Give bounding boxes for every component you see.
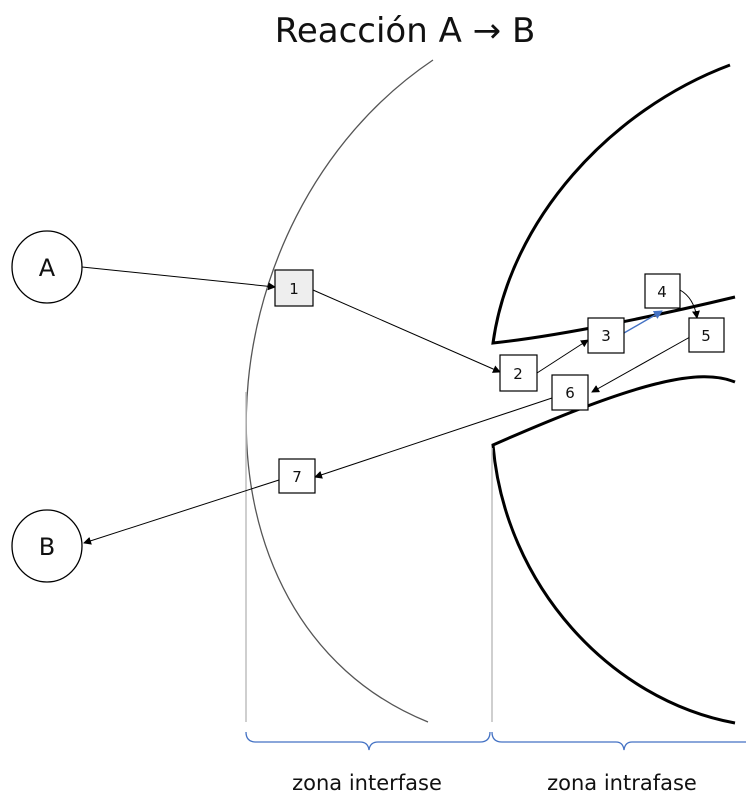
arrow-1-to-2: [312, 289, 501, 373]
particle-upper-wall: [491, 63, 736, 345]
step-label-3: 3: [601, 327, 611, 345]
step-box-1: 1: [274, 269, 314, 307]
interfase-brace: [245, 731, 491, 751]
species-b-node: B: [11, 509, 83, 583]
diagram-title: Reacción A → B: [275, 11, 536, 51]
zona-intrafase-label: zona intrafase: [547, 771, 697, 795]
species-b-label: B: [39, 533, 55, 561]
arrow-7-to-b: [83, 479, 280, 545]
arrow-5-to-6: [591, 336, 691, 393]
arrow-4-to-5: [679, 289, 700, 319]
step-box-2: 2: [499, 354, 538, 392]
step-label-7: 7: [292, 468, 302, 486]
step-label-5: 5: [701, 327, 711, 345]
particle-lower-wall: [491, 375, 736, 725]
species-a-node: A: [11, 230, 83, 304]
interface-boundary-curve: [245, 59, 434, 723]
arrow-3-to-4: [623, 310, 663, 334]
step-box-6: 6: [551, 374, 589, 411]
step-label-2: 2: [513, 365, 523, 383]
step-label-1: 1: [289, 280, 299, 298]
step-label-6: 6: [565, 384, 575, 402]
step-box-7: 7: [278, 458, 316, 494]
arrow-a-to-1: [81, 266, 276, 291]
step-label-4: 4: [657, 283, 667, 301]
species-a-label: A: [39, 254, 56, 282]
step-box-4: 4: [644, 273, 681, 309]
intrafase-brace: [491, 731, 746, 751]
step-box-3: 3: [587, 317, 625, 354]
zona-interfase-label: zona interfase: [292, 771, 442, 795]
arrow-2-to-3: [536, 339, 589, 374]
step-box-5: 5: [688, 317, 725, 353]
arrow-6-to-7: [314, 397, 553, 479]
